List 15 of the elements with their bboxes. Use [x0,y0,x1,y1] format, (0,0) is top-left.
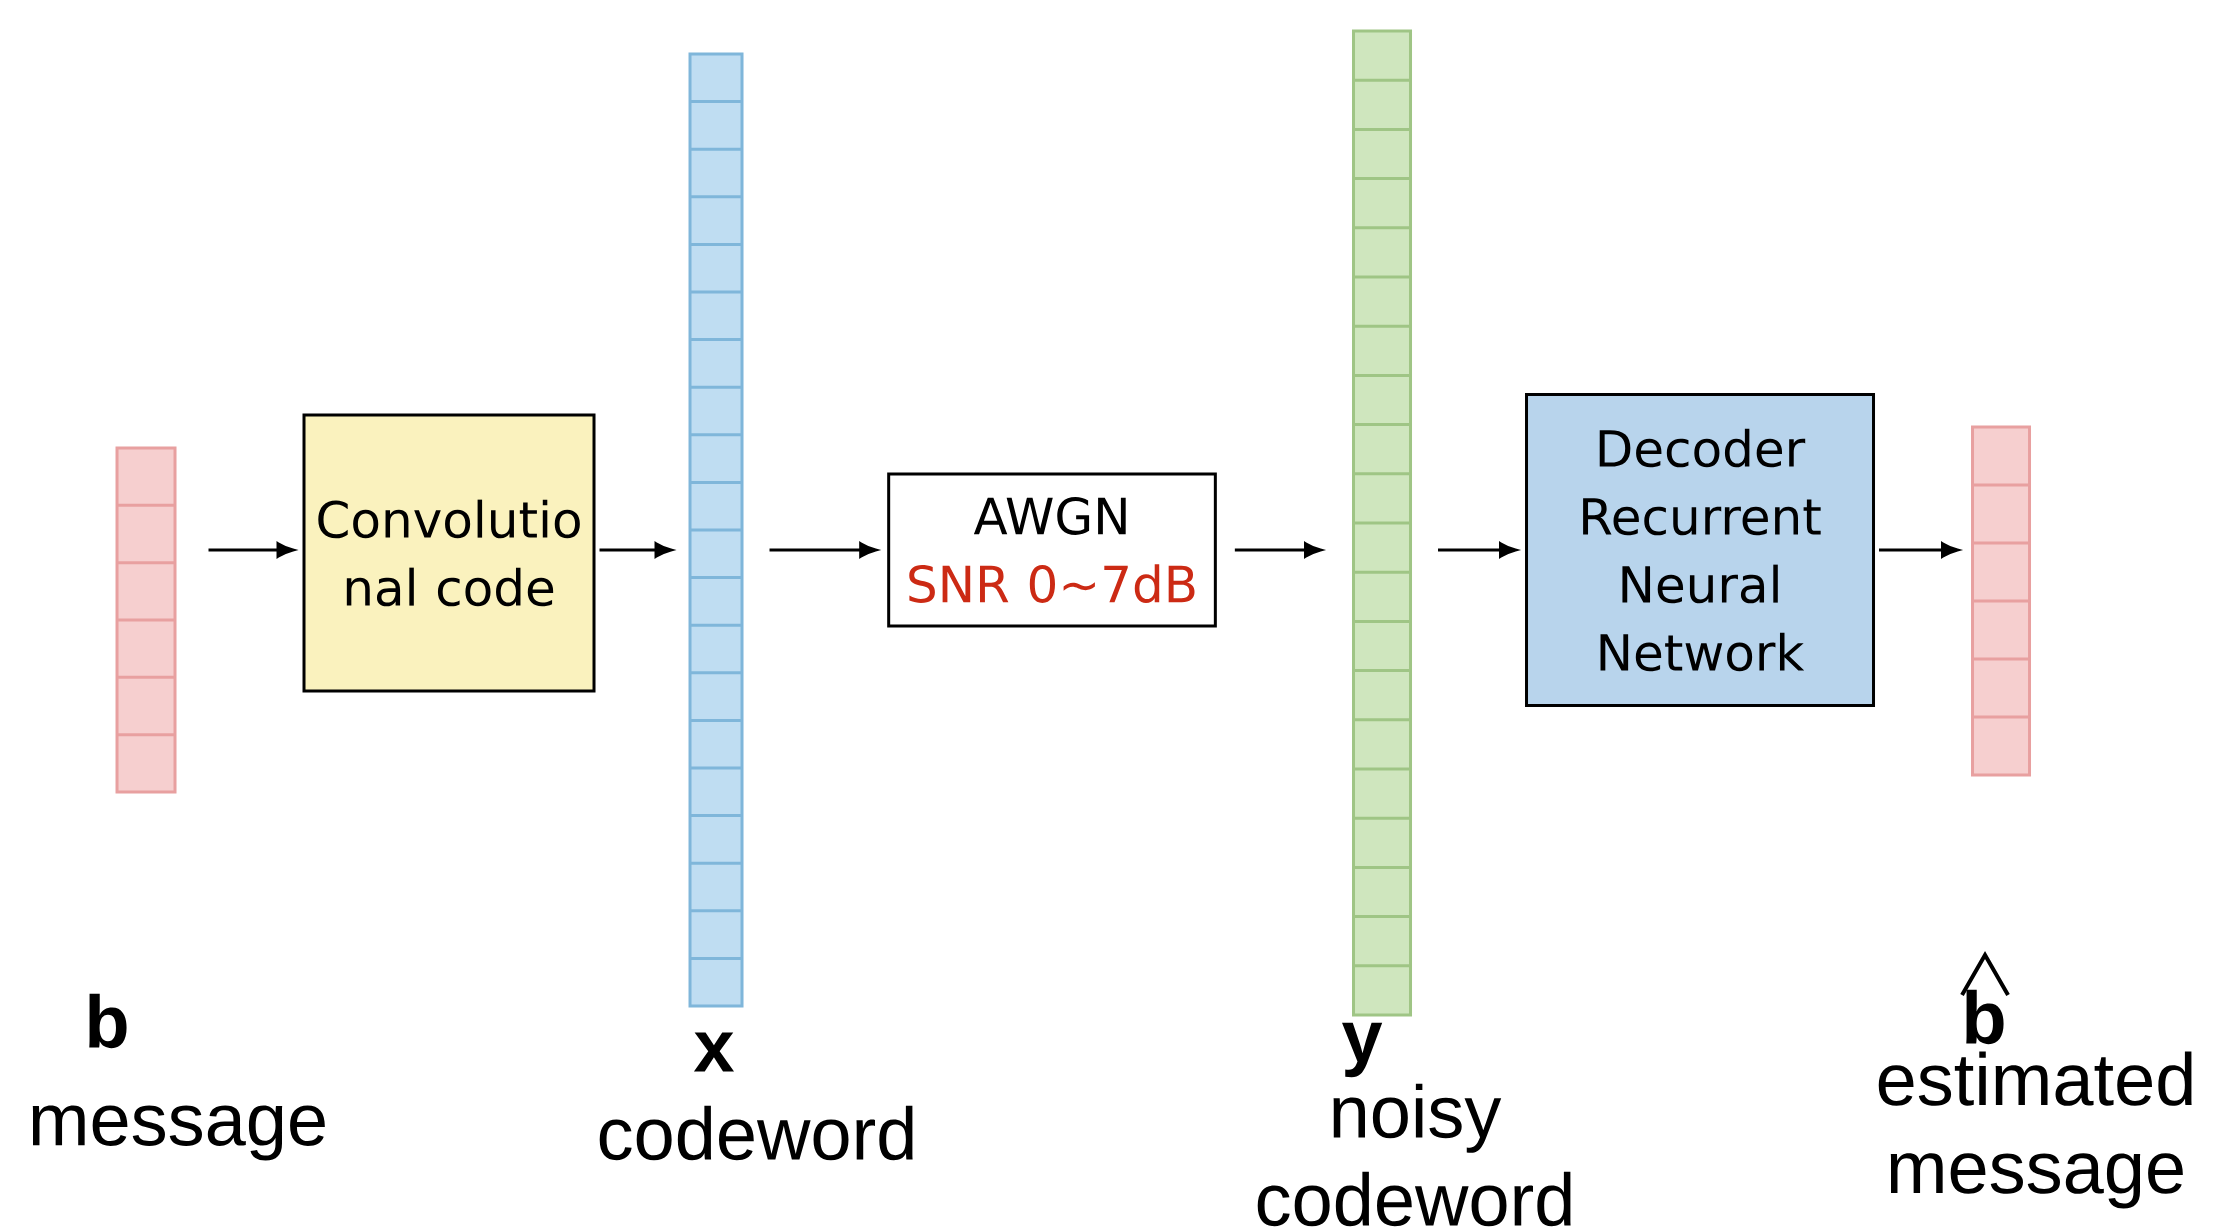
process-box: AWGN SNR 0~7dB [887,472,1217,628]
vector-caption: codeword [599,1105,913,1161]
vector-bar [1971,425,2031,777]
vector-bar [688,52,744,1008]
vector-symbol: x [693,1032,735,1072]
vector-bar [115,446,177,794]
vector-symbol: b [89,993,127,1049]
vector-bar [1352,29,1412,1017]
vector-caption: estimated message [1878,1051,2192,1209]
vector-caption: noisy codeword [1257,1083,1571,1227]
process-box: Decoder Recurrent Neural Network [1525,393,1875,707]
vector-symbol: b [1966,989,2004,1045]
process-box: Convolutio nal code [302,413,596,693]
vector-caption: message [32,1105,325,1161]
vector-symbol: y [1342,1022,1383,1078]
